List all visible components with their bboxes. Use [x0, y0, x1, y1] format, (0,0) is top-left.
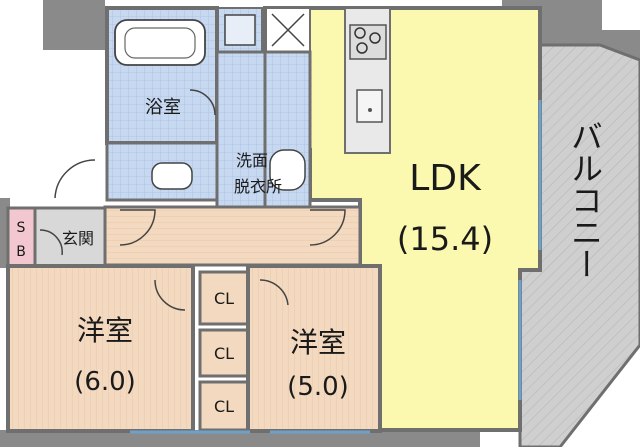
shoebox-label-s: S — [17, 220, 26, 236]
closet-label-2: CL — [214, 344, 234, 363]
western-room-2-label: 洋室 — [290, 326, 346, 359]
entrance-label: 玄関 — [62, 229, 94, 248]
washroom-label-2: 脱衣所 — [234, 177, 282, 196]
closet-label-3: CL — [214, 397, 234, 416]
windows — [130, 100, 542, 434]
western-room-1-label: 洋室 — [77, 314, 133, 347]
shoebox-area — [6, 206, 37, 268]
bathroom — [105, 6, 219, 145]
closet-label-1: CL — [214, 289, 234, 308]
entrance-area — [33, 206, 107, 268]
washroom-label-1: 洗面 — [236, 151, 268, 170]
bath-label: 浴室 — [145, 97, 181, 118]
ldk-size: (15.4) — [397, 220, 493, 258]
hallway — [103, 205, 362, 267]
western-room-1-area — [6, 264, 195, 433]
door-swings — [39, 89, 346, 311]
western-room-2-size: (5.0) — [287, 372, 349, 402]
washroom — [105, 50, 312, 209]
shoebox-label-b: B — [16, 244, 26, 260]
kitchen-counter — [344, 7, 391, 154]
closets — [198, 270, 250, 432]
fixture-boxes — [217, 7, 311, 53]
balcony-label: バルコニー — [566, 120, 604, 280]
ldk-label: LDK — [409, 158, 482, 199]
western-room-1-size: (6.0) — [74, 367, 136, 397]
